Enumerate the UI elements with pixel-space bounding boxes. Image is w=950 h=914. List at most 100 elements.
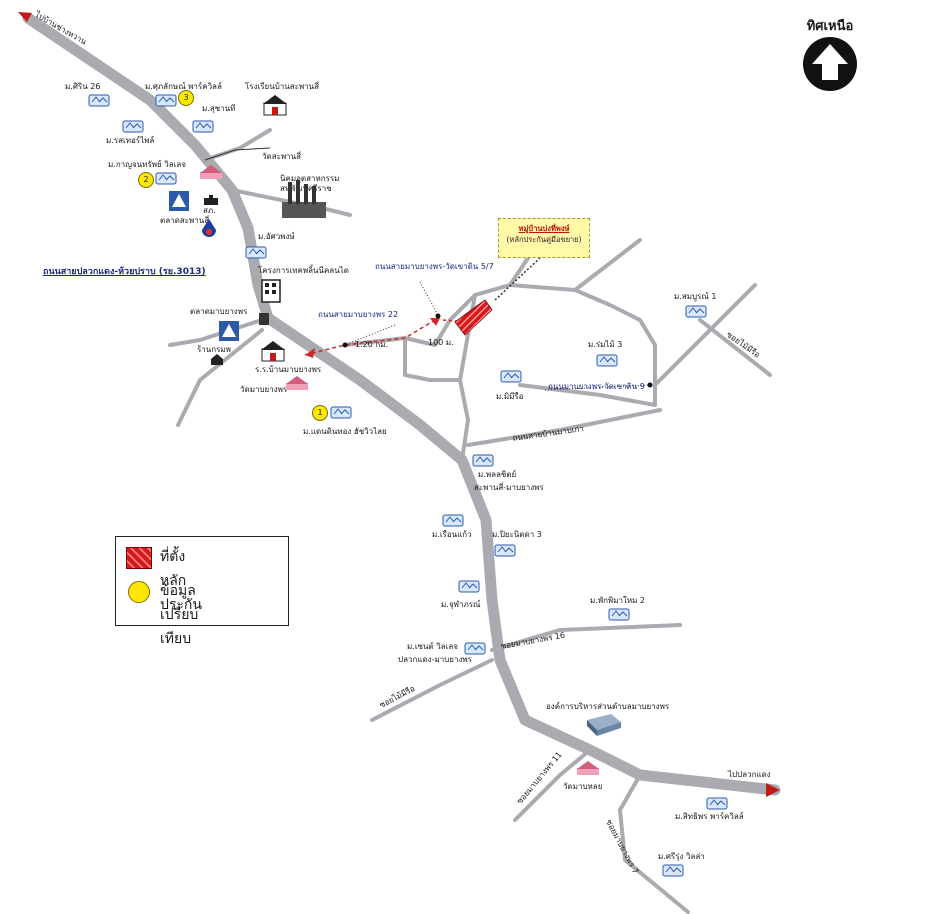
road-to-north <box>573 238 642 292</box>
label-m-sense-sub: ปลวกแดง-มาบยางพร <box>398 655 472 664</box>
label-m-sukkalaya: ม.ศุภลักษณ์ พาร์ควิลล์ <box>145 82 222 91</box>
village-icon <box>245 246 267 259</box>
point-22 <box>342 342 348 348</box>
road-east-cross <box>698 318 772 377</box>
village-icon <box>500 370 522 383</box>
label-school-top: โรงเรียนบ้านสะพานสี่ <box>245 82 320 91</box>
label-m-pholchalit-sub: สะพานสี่-มาบยางพร <box>474 483 544 492</box>
temple-icon <box>200 165 222 179</box>
market-icon <box>219 321 239 341</box>
temple-icon <box>286 376 308 390</box>
label-m-kanchana: ม.กาญจนทรัพย์ วิลเลจ <box>108 160 186 169</box>
road-11 <box>513 748 592 822</box>
village-icon <box>192 120 214 133</box>
direction-arrow-east-icon <box>766 783 780 797</box>
village-icon <box>442 514 464 527</box>
village-icon <box>330 406 352 419</box>
legend-circle-icon <box>128 581 150 603</box>
direction-east-label: ไปปลวกแดง <box>728 770 771 779</box>
label-m-chulaporn: ม.จุฬาภรณ์ <box>441 600 481 609</box>
main-road-label: ถนนสายปลวกแดง-ห้วยปราบ (รย.3013) <box>43 267 206 277</box>
factory-icon <box>282 180 326 218</box>
comparison-badge-3: 3 <box>178 90 194 106</box>
road-mimira2 <box>370 658 494 722</box>
label-wat-mid: วัดมาบยางพร <box>240 385 288 394</box>
label-wat-saphansi: วัดสะพานสี่ <box>262 152 301 161</box>
school-icon <box>263 95 287 116</box>
distance-2: 100 ม. <box>428 338 454 347</box>
north-arrow-icon <box>803 37 857 91</box>
callout-subtitle: (หลักประกันคู่มือขยาย) <box>506 235 582 244</box>
label-m-somboon: ม.สมบูรณ์ 1 <box>674 292 717 301</box>
label-m-ratchaphak: ม.รสเทอร์ไพล์ <box>106 136 155 145</box>
road-north-east <box>508 253 532 287</box>
label-m-sirin26: ม.ศิริน 26 <box>65 82 101 91</box>
label-road-9: ถนนมาบยางพร-วัดเขาดิน 9 <box>548 382 645 391</box>
label-m-daenthong: ม.แดนดินทอง ฮัชวิวไลย <box>303 427 387 436</box>
restaurant-icon <box>211 354 223 365</box>
legend-hatch-icon <box>126 547 152 569</box>
point-9 <box>647 382 653 388</box>
label-m-pakhaem2: ม.พักพิมาใหม 2 <box>590 596 646 605</box>
road-east-long <box>653 283 757 387</box>
label-m-rattanaphot3: ม.ร่มไม้ 3 <box>588 340 623 349</box>
temple-icon <box>577 761 599 775</box>
police-icon <box>204 195 218 205</box>
comparison-badge-2: 2 <box>138 172 154 188</box>
distance-1: 1.20 กม. <box>355 340 389 349</box>
label-obt: องค์การบริหารส่วนตำบลมาบยางพร <box>546 702 670 711</box>
road-inner <box>403 336 462 382</box>
label-police: สภ. <box>203 206 216 215</box>
route-dashed-line <box>304 319 436 356</box>
building-icon <box>261 279 281 303</box>
label-m-sense: ม.เซนต์ วิลเลจ <box>407 642 458 651</box>
label-m-atthaphong: ม.อัศวพงษ์ <box>258 232 295 241</box>
road-5-7 <box>458 293 477 462</box>
office-building-icon <box>587 714 621 736</box>
village-icon <box>458 580 480 593</box>
legend-comparison-label: ข้อมูลเปรียบเทียบ <box>160 583 199 647</box>
label-market-saphansi: ตลาดสะพานสี่ <box>160 216 210 225</box>
village-icon <box>596 354 618 367</box>
village-icon <box>88 94 110 107</box>
road-ban <box>466 408 662 447</box>
village-icon <box>662 864 684 877</box>
label-market-bot: ตลาดมาบยางพร <box>190 307 248 316</box>
road-top-branch <box>203 128 272 162</box>
road-7 <box>618 773 690 914</box>
village-icon <box>608 608 630 621</box>
village-icon <box>155 94 177 107</box>
collateral-callout: หมู่บ้านบ่งที่พงษ์ (หลักประกันคู่มือขยาย… <box>498 218 590 258</box>
label-refinery: โครงการเทคพลิ้นนีคลนได <box>258 266 349 275</box>
school-icon <box>261 341 285 362</box>
label-m-suchanee: ม.สุชานที <box>202 104 236 113</box>
comparison-badge-1: 1 <box>312 405 328 421</box>
legend-collateral-label: ที่ตั้งหลักประกัน <box>160 549 202 613</box>
market-icon <box>169 191 189 211</box>
route-arrow-right-icon <box>430 318 440 326</box>
label-m-pitchayadee3: ม.ปิยะนิดดา 3 <box>492 530 542 539</box>
road-left-branch2 <box>176 328 264 427</box>
leader-9 <box>544 384 651 391</box>
point-5-7 <box>435 313 441 319</box>
route-arrow-left-icon <box>305 348 315 358</box>
label-m-sittiporn: ม.สิทธิพร พาร์ควิลล์ <box>675 812 744 821</box>
road-16 <box>490 623 682 652</box>
label-m-sriroong: ม.ศรีรุ่ง วิลล่า <box>658 852 705 861</box>
callout-title: หมู่บ้านบ่งที่พงษ์ <box>518 224 570 233</box>
road-bangna <box>230 188 352 217</box>
road-left-branch <box>168 316 270 347</box>
gate-icon <box>259 313 269 325</box>
label-m-pholchalit: ม.พลลชิตย์ <box>478 470 517 479</box>
fuel-station-icon <box>202 219 216 237</box>
label-m-ruenkaew: ม.เรือนแก้ว <box>432 530 472 539</box>
leader-5-7 <box>419 281 439 316</box>
collateral-plot[interactable] <box>454 299 493 336</box>
label-m-mimira: ม.มิมีรือ <box>496 392 524 401</box>
label-road-5-7: ถนนสายมาบยางพร-วัดเขาดิน 5/7 <box>375 262 494 271</box>
legend: ที่ตั้งหลักประกัน ข้อมูลเปรียบเทียบ <box>115 536 289 647</box>
label-restaurant: ร้านกรมพ <box>197 345 231 354</box>
road-network <box>22 12 781 914</box>
leader-callout <box>494 257 541 301</box>
village-icon <box>706 797 728 810</box>
